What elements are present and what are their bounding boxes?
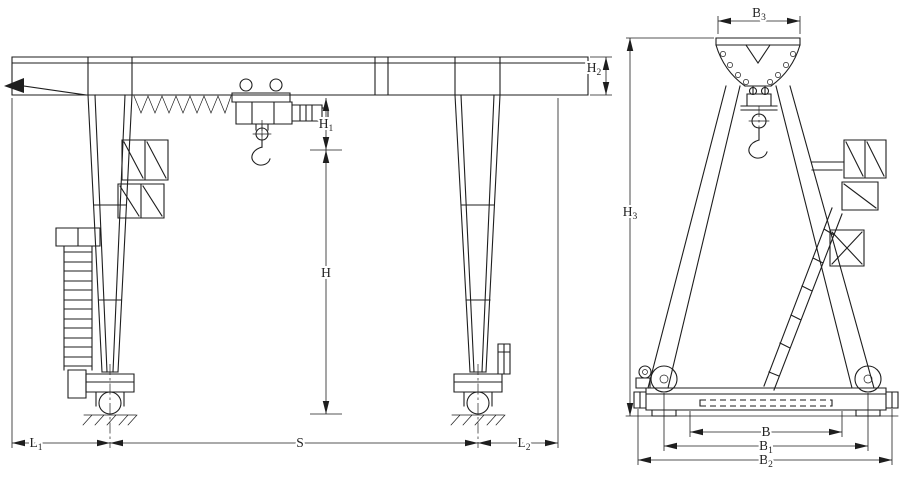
dim-label-h3: H3 — [623, 204, 638, 222]
hidden-slot-lines — [700, 399, 832, 407]
dim-label-h: H — [321, 265, 331, 280]
side-elevation-view: B3 H3 B B1 B2 — [621, 3, 899, 472]
trolley-wheel-icon — [269, 78, 283, 92]
control-cabinets — [117, 139, 169, 219]
dim-label-l1: L1 — [30, 435, 43, 453]
dimension-h1: H1 — [310, 98, 342, 151]
dimension-span-l1-s-l2: L1 S L2 — [11, 98, 559, 455]
ground-hatch-left — [82, 414, 138, 426]
dimension-b1: B1 — [663, 393, 869, 458]
right-leg — [454, 94, 501, 373]
bogie-frame — [453, 373, 503, 407]
dimension-b3: B3 — [717, 3, 801, 34]
carriage-wheel — [650, 365, 678, 393]
trolley-wheel-icon — [748, 86, 758, 96]
wheel-hub — [863, 374, 873, 384]
girder-end-tip — [4, 78, 24, 93]
apex-saddle — [715, 37, 801, 87]
carriage-wheel — [854, 365, 882, 393]
carriage-beam — [633, 387, 899, 417]
dim-label-b: B — [761, 424, 770, 439]
drive-unit — [638, 365, 652, 379]
dim-label-s: S — [296, 435, 304, 450]
trolley-wheel-icon — [760, 86, 770, 96]
trolley-wheel-icon — [239, 78, 253, 92]
front-elevation-view: H2 H1 H L1 S L2 — [4, 56, 612, 455]
dim-label-b2: B2 — [759, 452, 773, 470]
dim-label-b3: B3 — [752, 5, 766, 23]
hoist-trolley — [231, 78, 329, 166]
dimension-h2: H2 — [585, 56, 612, 96]
ground-hatch-right — [450, 414, 506, 426]
extension-lines — [11, 98, 559, 448]
hook-icon — [748, 139, 768, 159]
main-girder — [11, 56, 589, 96]
wheel-hub — [659, 374, 669, 384]
dimension-h3: H3 — [621, 37, 714, 416]
hook-icon — [251, 139, 271, 166]
left-leg — [87, 94, 133, 373]
a-frame-legs — [647, 85, 875, 389]
side-hoist — [740, 85, 778, 159]
dim-label-l2: L2 — [518, 435, 531, 453]
dim-label-h2: H2 — [587, 60, 602, 78]
centerlines — [109, 120, 479, 448]
festoon-cable — [133, 95, 232, 114]
side-cabinets — [811, 139, 887, 267]
drive-unit-hub — [642, 369, 648, 375]
bogie-frame — [85, 373, 135, 407]
access-ladder — [55, 227, 101, 399]
dim-label-b1: B1 — [759, 438, 773, 456]
dimension-h: H — [310, 150, 342, 415]
diagonal-brace — [763, 207, 843, 391]
dimension-b2: B2 — [637, 409, 893, 472]
apex-bolts — [720, 51, 796, 85]
cable-guide — [497, 343, 511, 375]
dim-label-h1: H1 — [319, 116, 334, 134]
end-carriage — [633, 365, 899, 417]
extension-lines — [663, 393, 869, 451]
extension-lines — [637, 409, 893, 465]
hoist-body — [231, 92, 329, 131]
dimension-b: B — [689, 411, 843, 441]
